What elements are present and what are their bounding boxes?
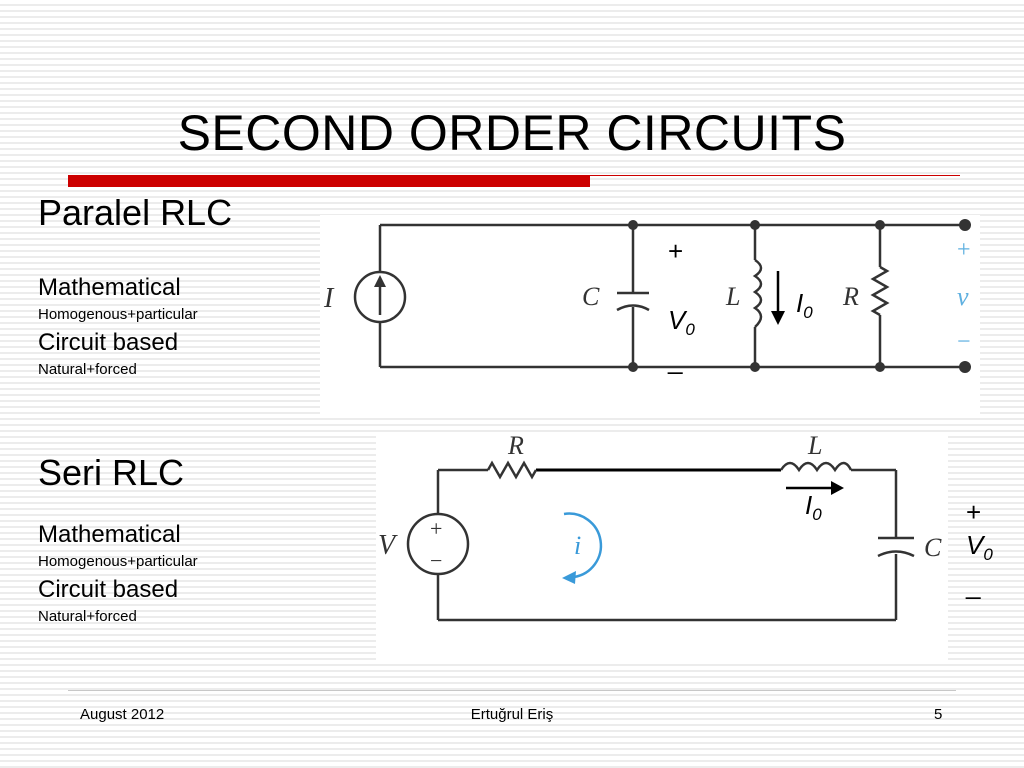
label-R: R	[507, 432, 524, 460]
footer-page-number: 5	[934, 706, 943, 723]
source-plus: +	[430, 516, 442, 541]
parallel-v0-label: V0	[668, 305, 695, 340]
resistor	[486, 460, 538, 480]
inductor	[779, 461, 853, 473]
series-natural: Natural+forced	[38, 608, 137, 625]
parallel-natural: Natural+forced	[38, 361, 137, 378]
resistor	[870, 265, 890, 317]
parallel-mathematical: Mathematical	[38, 274, 181, 301]
series-rlc-diagram: R L V C i + −	[376, 431, 948, 662]
title-underline-line	[590, 175, 960, 176]
parallel-homogenous: Homogenous+particular	[38, 306, 198, 323]
i0-arrow	[771, 271, 785, 325]
footer-author: Ertuğrul Eriş	[470, 706, 554, 723]
capacitor	[877, 536, 915, 558]
series-v0-minus: _	[966, 570, 981, 600]
parallel-v0-minus: _	[668, 345, 683, 375]
label-C: C	[924, 533, 942, 562]
parallel-v0-plus: +	[668, 236, 684, 266]
footer-divider	[68, 690, 956, 691]
slide-title: SECOND ORDER CIRCUITS	[177, 105, 847, 161]
series-homogenous: Homogenous+particular	[38, 553, 198, 570]
label-C: C	[582, 282, 600, 311]
voltage-source	[406, 512, 470, 576]
parallel-rlc-diagram: I C L R + v −	[320, 215, 980, 417]
series-heading: Seri RLC	[38, 452, 185, 493]
series-i0-label: I0	[805, 490, 822, 525]
capacitor	[616, 291, 650, 312]
title-underline-bar	[68, 175, 590, 187]
current-source	[353, 270, 407, 324]
label-v-minus: −	[957, 329, 971, 355]
i0-arrow	[786, 481, 844, 495]
parallel-circuit-based: Circuit based	[38, 329, 179, 356]
source-minus: −	[430, 548, 442, 573]
label-R: R	[842, 282, 859, 311]
loop-current-arrow	[562, 512, 603, 584]
parallel-i0-label: I0	[796, 288, 813, 323]
label-v: v	[957, 282, 969, 311]
footer-date: August 2012	[80, 706, 165, 723]
label-L: L	[725, 282, 740, 311]
series-circuit-based: Circuit based	[38, 576, 179, 603]
parallel-heading: Paralel RLC	[38, 192, 233, 233]
label-V: V	[378, 530, 398, 561]
series-mathematical: Mathematical	[38, 521, 181, 548]
series-v0-plus: +	[966, 497, 982, 527]
label-L: L	[807, 432, 822, 460]
inductor	[752, 258, 763, 328]
label-I: I	[323, 283, 335, 314]
label-i: i	[574, 531, 581, 560]
label-v-plus: +	[957, 237, 971, 263]
node-dots	[628, 219, 971, 373]
series-v0-label: V0	[966, 530, 993, 565]
